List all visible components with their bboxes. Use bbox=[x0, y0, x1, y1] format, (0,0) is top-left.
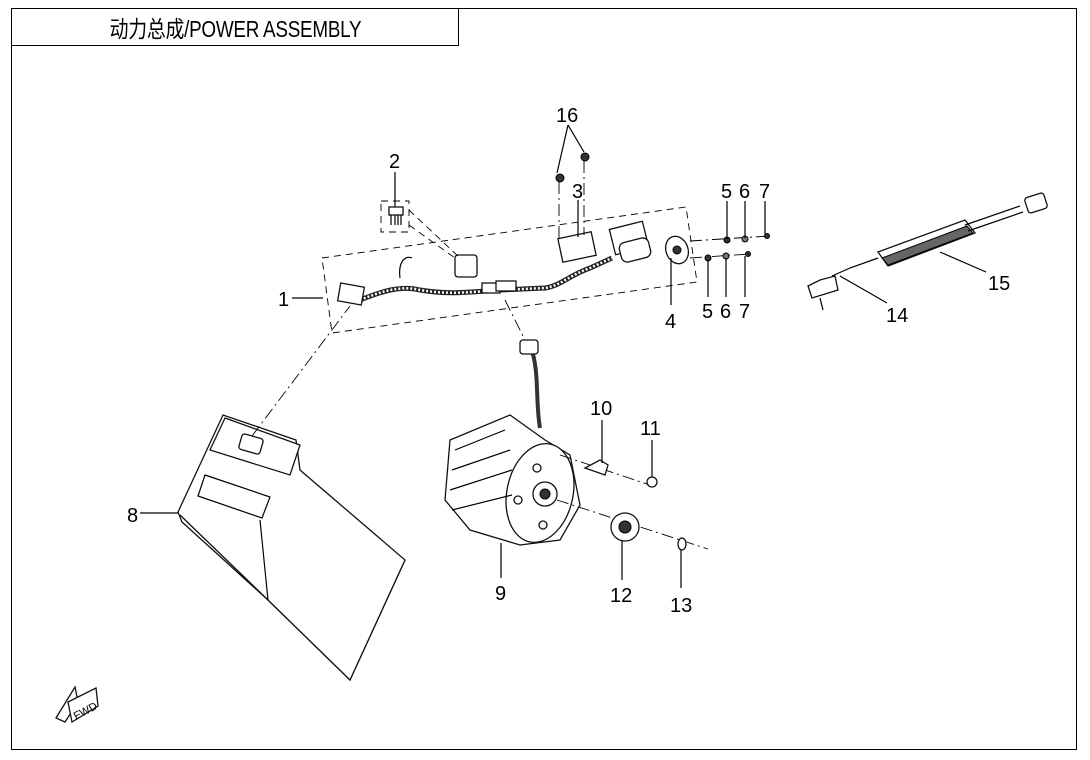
callout-7b: 7 bbox=[739, 301, 750, 323]
screws bbox=[555, 152, 590, 238]
callout-6b: 6 bbox=[720, 301, 731, 323]
callout-8: 8 bbox=[127, 505, 138, 527]
callout-14: 14 bbox=[886, 305, 908, 327]
charger bbox=[807, 192, 1048, 311]
callout-9: 9 bbox=[495, 583, 506, 605]
sprocket bbox=[610, 512, 640, 542]
callout-7a: 7 bbox=[759, 181, 770, 203]
callout-5b: 5 bbox=[702, 301, 713, 323]
fasteners bbox=[689, 233, 771, 262]
motor bbox=[444, 299, 581, 546]
battery bbox=[177, 305, 406, 682]
callout-13: 13 bbox=[670, 595, 692, 617]
fuse bbox=[380, 200, 461, 259]
motor-accessories bbox=[556, 454, 709, 551]
wiring-harness bbox=[336, 220, 690, 306]
fwd-arrow-icon: FWD bbox=[55, 685, 100, 724]
leader-lines bbox=[140, 124, 987, 588]
callout-12: 12 bbox=[610, 585, 632, 607]
callout-15: 15 bbox=[988, 273, 1010, 295]
page-title: 动力总成/POWER ASSEMBLY bbox=[109, 16, 361, 42]
callout-4: 4 bbox=[665, 311, 676, 333]
callout-6a: 6 bbox=[739, 181, 750, 203]
callout-3: 3 bbox=[572, 181, 583, 203]
callout-2: 2 bbox=[389, 151, 400, 173]
callout-10: 10 bbox=[590, 398, 612, 420]
callout-5a: 5 bbox=[721, 181, 732, 203]
callout-labels: 1 2 3 4 5 6 7 5 6 7 8 9 10 11 12 13 14 1… bbox=[127, 105, 1010, 617]
drawing-frame bbox=[11, 8, 1077, 750]
callout-16: 16 bbox=[556, 105, 578, 127]
callout-1: 1 bbox=[278, 289, 289, 311]
harness-group-box bbox=[321, 206, 698, 334]
callout-11: 11 bbox=[640, 418, 661, 440]
title-box: 动力总成/POWER ASSEMBLY bbox=[11, 8, 459, 46]
